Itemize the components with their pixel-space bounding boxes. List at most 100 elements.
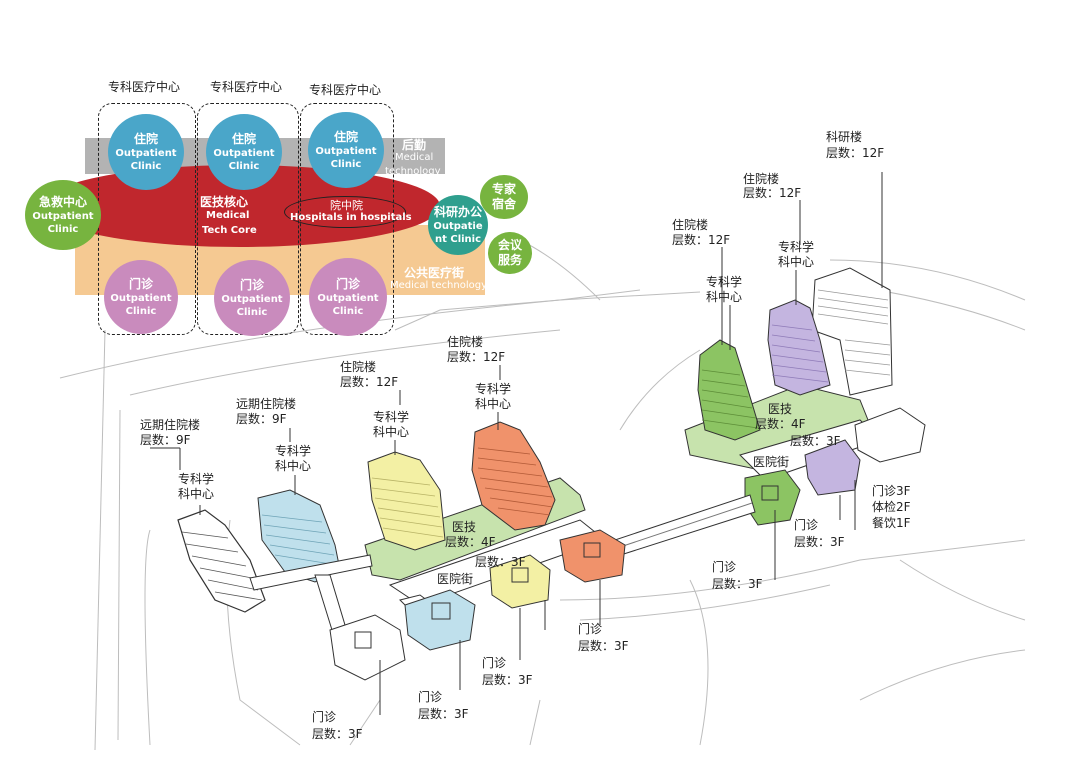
outpatient-circle-2-en2: Clinic [236, 306, 268, 318]
emergency-en2: Clinic [47, 223, 79, 235]
label-specialty-east-l2: 科中心 [778, 255, 815, 269]
label-research-bldg-l2: 层数：12F [826, 146, 885, 160]
label-specialty-w1-l2: 科中心 [178, 487, 215, 501]
label-outpatient-w3-l2: 层数：3F [418, 707, 469, 721]
label-street-east-l2: 层数：3F [790, 434, 841, 448]
label-outpatient-e1-l2: 层数：3F [794, 535, 845, 549]
tech-core-en1: Medical [206, 210, 250, 221]
inpatient-circle-1: 住院 Outpatient Clinic [108, 114, 184, 190]
label-far-inpatient-l2: 层数：9F [140, 433, 191, 447]
outpatient-circle-3-en2: Clinic [332, 305, 364, 317]
label-inpatient-east-l1: 住院楼 [743, 172, 780, 186]
inpatient-circle-1-en2: Clinic [130, 160, 162, 172]
west-outpatient-blocks [329, 529, 626, 681]
hospital-in-hospital-zh: 院中院 [330, 199, 363, 212]
tech-core-zh: 医技核心 [200, 195, 249, 209]
logistics-en1: Medical [395, 152, 434, 163]
label-specialty-w2-l1: 专科学 [275, 444, 312, 458]
label-east-podium-l2: 体检2F [872, 500, 911, 514]
expert-dorm-l1: 专家 [491, 182, 516, 196]
east-purple-tower [767, 299, 831, 396]
inpatient-circle-3-en1: Outpatient [315, 145, 377, 157]
inpatient-circle-3-zh: 住院 [333, 129, 358, 144]
label-street-west-l1: 医院街 [437, 572, 474, 586]
emergency-zh: 急救中心 [38, 194, 87, 209]
label-specialty-mid-l1: 专科学 [475, 382, 512, 396]
inpatient-circle-3: 住院 Outpatient Clinic [308, 112, 384, 188]
west-yellow-tower [367, 451, 446, 551]
label-outpatient-w4-l2: 层数：3F [312, 727, 363, 741]
label-outpatient-w1-l1: 门诊 [578, 622, 603, 636]
label-inpatient-mid-l1: 住院楼 [447, 335, 484, 349]
label-outpatient-w4-l1: 门诊 [312, 710, 337, 724]
far-west-tower [177, 509, 266, 613]
outpatient-circle-2: 门诊 Outpatient Clinic [214, 260, 290, 336]
label-specialty-mid-l2: 科中心 [475, 397, 512, 411]
label-inpatient-mid-l2: 层数：12F [447, 350, 506, 364]
outpatient-circle-3-zh: 门诊 [335, 276, 360, 291]
label-medtech-west-l1: 医技 [452, 520, 477, 534]
outpatient-circle-1-en1: Outpatient [110, 292, 172, 304]
hospital-in-hospital-ellipse [284, 196, 406, 228]
expert-dorm-l2: 宿舍 [491, 197, 516, 211]
label-outpatient-e1-l1: 门诊 [794, 518, 819, 532]
label-outpatient-w2-l2: 层数：3F [482, 673, 533, 687]
label-medtech-east-l2: 层数：4F [755, 417, 806, 431]
research-office-en2: nt Clinic [434, 233, 482, 245]
label-outpatient-w1-l2: 层数：3F [578, 639, 629, 653]
label-specialty-east2-l1: 专科学 [706, 275, 743, 289]
label-outpatient-w3-l1: 门诊 [418, 690, 443, 704]
west-blue-tower [257, 489, 341, 583]
label-outpatient-e2-l1: 门诊 [712, 560, 737, 574]
label-street-east-l1: 医院街 [753, 455, 790, 469]
label-research-bldg-l1: 科研楼 [826, 130, 863, 144]
label-specialty-mid2-l1: 专科学 [373, 410, 410, 424]
outpatient-circle-1-en2: Clinic [125, 305, 157, 317]
column-title-3: 专科医疗中心 [309, 83, 382, 97]
inpatient-circle-1-en1: Outpatient [115, 147, 177, 159]
label-inpatient-east2-l2: 层数：12F [672, 233, 731, 247]
label-east-podium-l3: 餐饮1F [872, 516, 911, 530]
label-outpatient-e2-l2: 层数：3F [712, 577, 763, 591]
label-far-inpatient-l1: 远期住院楼 [140, 418, 201, 432]
research-office-circle: 科研办公 Outpatie nt Clinic [428, 195, 488, 255]
public-street-zh: 公共医疗街 [404, 266, 465, 280]
inpatient-circle-2-en2: Clinic [228, 160, 260, 172]
conference-circle: 会议 服务 [488, 232, 532, 274]
label-inpatient-east-l2: 层数：12F [743, 186, 802, 200]
conference-l2: 服务 [497, 253, 522, 267]
inpatient-circle-2-zh: 住院 [231, 131, 256, 146]
outpatient-circle-3-en1: Outpatient [317, 292, 379, 304]
inpatient-circle-1-zh: 住院 [133, 131, 158, 146]
label-medtech-west-l2: 层数：4F [445, 535, 496, 549]
outpatient-circle-1: 门诊 Outpatient Clinic [104, 260, 178, 334]
tech-core-en2: Tech Core [202, 225, 257, 236]
emergency-en1: Outpatient [32, 210, 94, 222]
label-specialty-east-l1: 专科学 [778, 240, 815, 254]
label-medtech-east-l1: 医技 [768, 402, 793, 416]
label-inpatient-mid2-l2: 层数：12F [340, 375, 399, 389]
inpatient-circle-2: 住院 Outpatient Clinic [206, 114, 282, 190]
conference-l1: 会议 [497, 238, 522, 252]
outpatient-circle-1-zh: 门诊 [128, 276, 153, 291]
label-east-podium-l1: 门诊3F [872, 484, 911, 498]
emergency-circle: 急救中心 Outpatient Clinic [25, 180, 101, 250]
east-green-tower [697, 339, 761, 441]
outpatient-circle-2-en1: Outpatient [221, 293, 283, 305]
logistics-en2: technology [385, 166, 441, 177]
label-specialty-east2-l2: 科中心 [706, 290, 743, 304]
research-office-en1: Outpatie [433, 220, 483, 232]
logistics-zh: 后勤 [402, 138, 427, 152]
inpatient-circle-3-en2: Clinic [330, 158, 362, 170]
label-specialty-w1-l1: 专科学 [178, 472, 215, 486]
east-outpatient-blocks [744, 407, 926, 526]
hospital-in-hospital-en: Hospitals in hospitals [290, 212, 412, 223]
column-title-1: 专科医疗中心 [108, 80, 181, 94]
leader-lines [150, 172, 883, 715]
label-future-inpatient-l2: 层数：9F [236, 412, 287, 426]
west-orange-tower [471, 421, 556, 531]
research-office-zh: 科研办公 [433, 204, 482, 219]
outpatient-circle-2-zh: 门诊 [239, 277, 264, 292]
label-street-west-l2: 层数：3F [475, 555, 526, 569]
